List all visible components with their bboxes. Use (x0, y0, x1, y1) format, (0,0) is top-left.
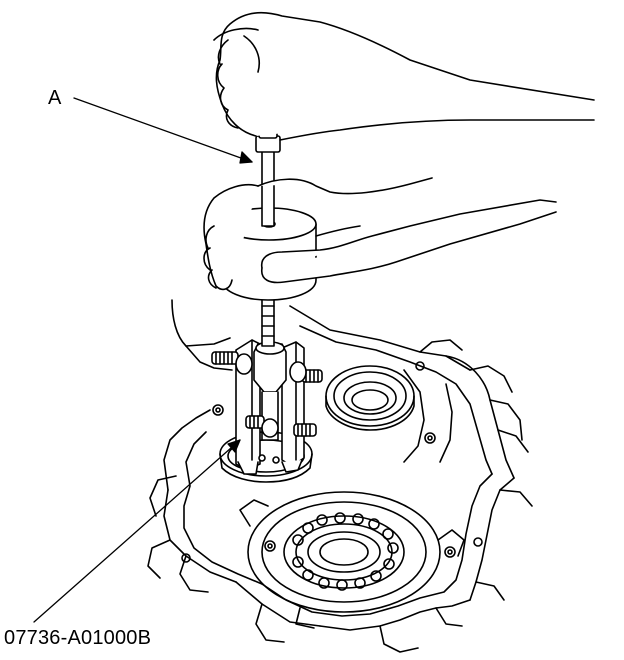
callout-label-tool-number: 07736-A01000B (4, 627, 152, 649)
leader-line-tool (33, 439, 241, 623)
lower-hand (203, 177, 557, 291)
transmission-case (147, 299, 533, 653)
bearing-puller-tool (211, 295, 323, 475)
lower-main-bearing (239, 491, 465, 629)
arrowhead-tool (227, 439, 241, 453)
leader-lines (33, 97, 253, 623)
leader-line-a (73, 97, 253, 163)
callout-label-a: A (48, 87, 62, 109)
arrowhead-a (239, 151, 253, 164)
upper-bearing-bore (325, 365, 415, 431)
upper-hand (213, 11, 595, 141)
